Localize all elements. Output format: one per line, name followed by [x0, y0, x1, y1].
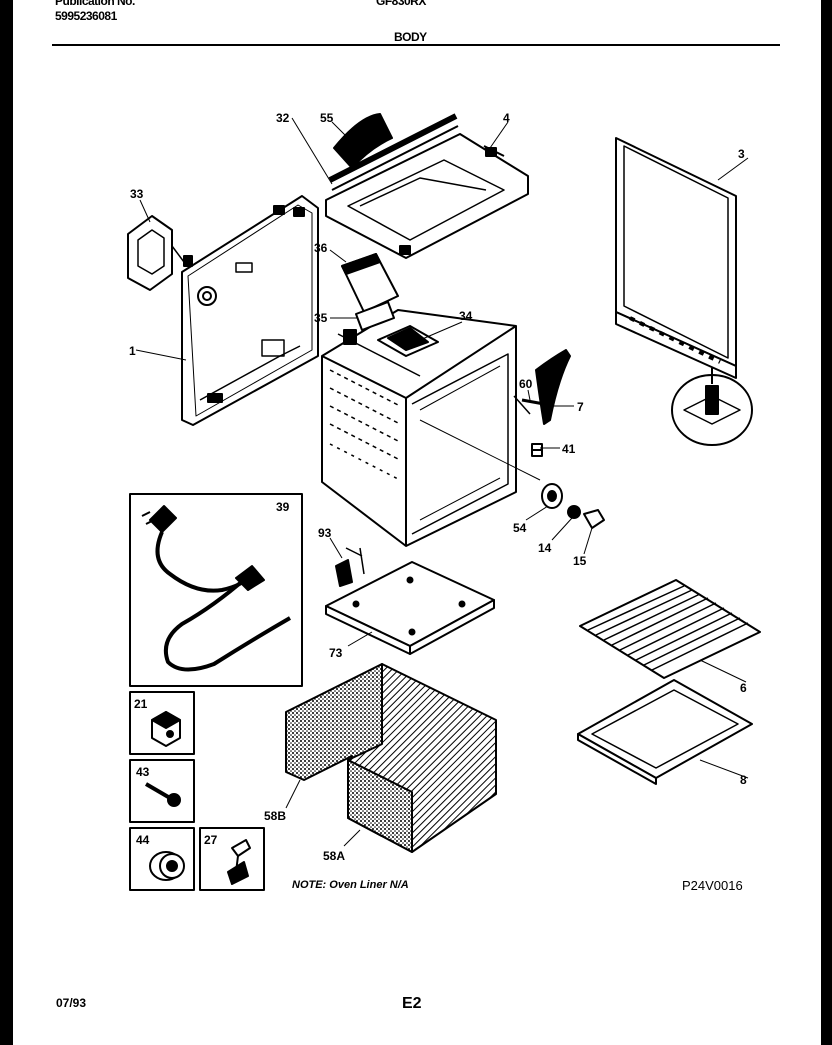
callout-7: 7 — [577, 400, 584, 414]
part-top-frame — [325, 133, 529, 259]
leader-lines — [135, 117, 749, 847]
part-trim-strip — [328, 113, 459, 191]
part-terminal-block — [127, 215, 193, 291]
oven-liner-note: NOTE: Oven Liner N/A — [292, 879, 409, 891]
footer-page: E2 — [402, 995, 422, 1012]
callout-27: 27 — [204, 833, 218, 847]
part-insulation-blanket — [285, 663, 497, 853]
diagram-code: P24V0016 — [682, 878, 743, 893]
callout-93: 93 — [318, 526, 332, 540]
inset-bushing — [129, 827, 195, 891]
callout-39: 39 — [276, 500, 290, 514]
callout-58a: 58A — [323, 849, 345, 863]
part-vent-duct — [341, 253, 399, 331]
callout-54: 54 — [513, 521, 527, 535]
callout-33: 33 — [130, 187, 144, 201]
part-back-panel — [181, 195, 319, 426]
part-oven-rack — [579, 579, 761, 679]
callout-60: 60 — [519, 377, 533, 391]
part-bottom-panel — [325, 561, 495, 655]
part-callouts: 32 55 4 3 33 1 36 35 34 60 7 41 5 39 54 … — [129, 111, 747, 863]
section-title: BODY — [394, 30, 427, 44]
part-burner-box — [377, 325, 439, 357]
inset-screw — [129, 759, 195, 823]
callout-55: 55 — [320, 111, 334, 125]
footer-date: 07/93 — [56, 996, 87, 1010]
callout-36: 36 — [314, 241, 328, 255]
part-broiler-pan — [577, 679, 753, 785]
callout-8: 8 — [740, 773, 747, 787]
part-oven-body — [321, 309, 541, 547]
callout-3: 3 — [738, 147, 745, 161]
callout-35: 35 — [314, 311, 328, 325]
callout-6: 6 — [740, 681, 747, 695]
inset-bracket — [199, 827, 265, 891]
callout-41: 41 — [562, 442, 576, 456]
inset-power-cord — [129, 493, 303, 687]
callout-44: 44 — [136, 833, 150, 847]
scan-edge-right — [821, 0, 832, 1045]
callout-14: 14 — [538, 541, 552, 555]
part-clamp — [335, 547, 365, 587]
part-knob-assembly — [541, 483, 605, 529]
callout-58b: 58B — [264, 809, 286, 823]
callout-32: 32 — [276, 111, 290, 125]
callout-21: 21 — [134, 697, 148, 711]
header-rule — [52, 44, 780, 46]
callout-73: 73 — [329, 646, 343, 660]
callout-1: 1 — [129, 344, 136, 358]
callout-15: 15 — [573, 554, 587, 568]
callout-43: 43 — [136, 765, 150, 779]
publication-number: 5995236081 — [55, 9, 117, 23]
callout-34: 34 — [459, 309, 473, 323]
part-door-panel — [615, 137, 737, 379]
part-insulation-top — [333, 113, 393, 169]
model-number: GF830RX — [376, 0, 426, 8]
part-leveling-leg — [671, 368, 753, 446]
inset-strain-relief — [129, 691, 195, 755]
callout-5: 5 — [712, 387, 719, 401]
part-clip — [531, 443, 543, 457]
callout-4: 4 — [503, 111, 510, 125]
part-hinge — [513, 349, 571, 425]
publication-label: Publication No. — [55, 0, 135, 8]
scan-edge-left — [0, 0, 13, 1045]
